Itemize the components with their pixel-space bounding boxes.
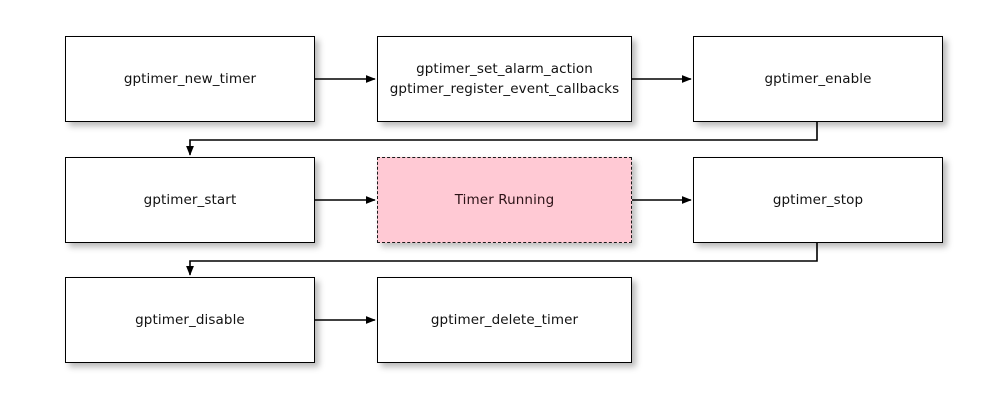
node-label: gptimer_stop	[772, 192, 864, 208]
node-label: gptimer_enable	[764, 71, 872, 87]
node-label: gptimer_new_timer	[123, 71, 257, 87]
node-timer-running-state[interactable]: Timer Running	[377, 157, 632, 243]
node-gptimer-stop[interactable]: gptimer_stop	[693, 157, 943, 243]
node-label-line-2: gptimer_register_event_callbacks	[389, 81, 620, 97]
node-label: gptimer_disable	[135, 312, 245, 328]
node-gptimer-start[interactable]: gptimer_start	[65, 157, 315, 243]
node-label-line-1: gptimer_set_alarm_action	[416, 61, 593, 77]
node-gptimer-disable[interactable]: gptimer_disable	[65, 277, 315, 363]
node-label: gptimer_start	[143, 192, 237, 208]
node-gptimer-configure[interactable]: gptimer_set_alarm_action gptimer_registe…	[377, 36, 632, 122]
node-gptimer-delete-timer[interactable]: gptimer_delete_timer	[377, 277, 632, 363]
node-gptimer-new-timer[interactable]: gptimer_new_timer	[65, 36, 315, 122]
node-label: gptimer_delete_timer	[430, 312, 579, 328]
edge-enable-to-start	[186, 122, 818, 156]
edge-stop-to-disable	[186, 243, 818, 276]
node-label: Timer Running	[454, 192, 555, 208]
node-gptimer-enable[interactable]: gptimer_enable	[693, 36, 943, 122]
